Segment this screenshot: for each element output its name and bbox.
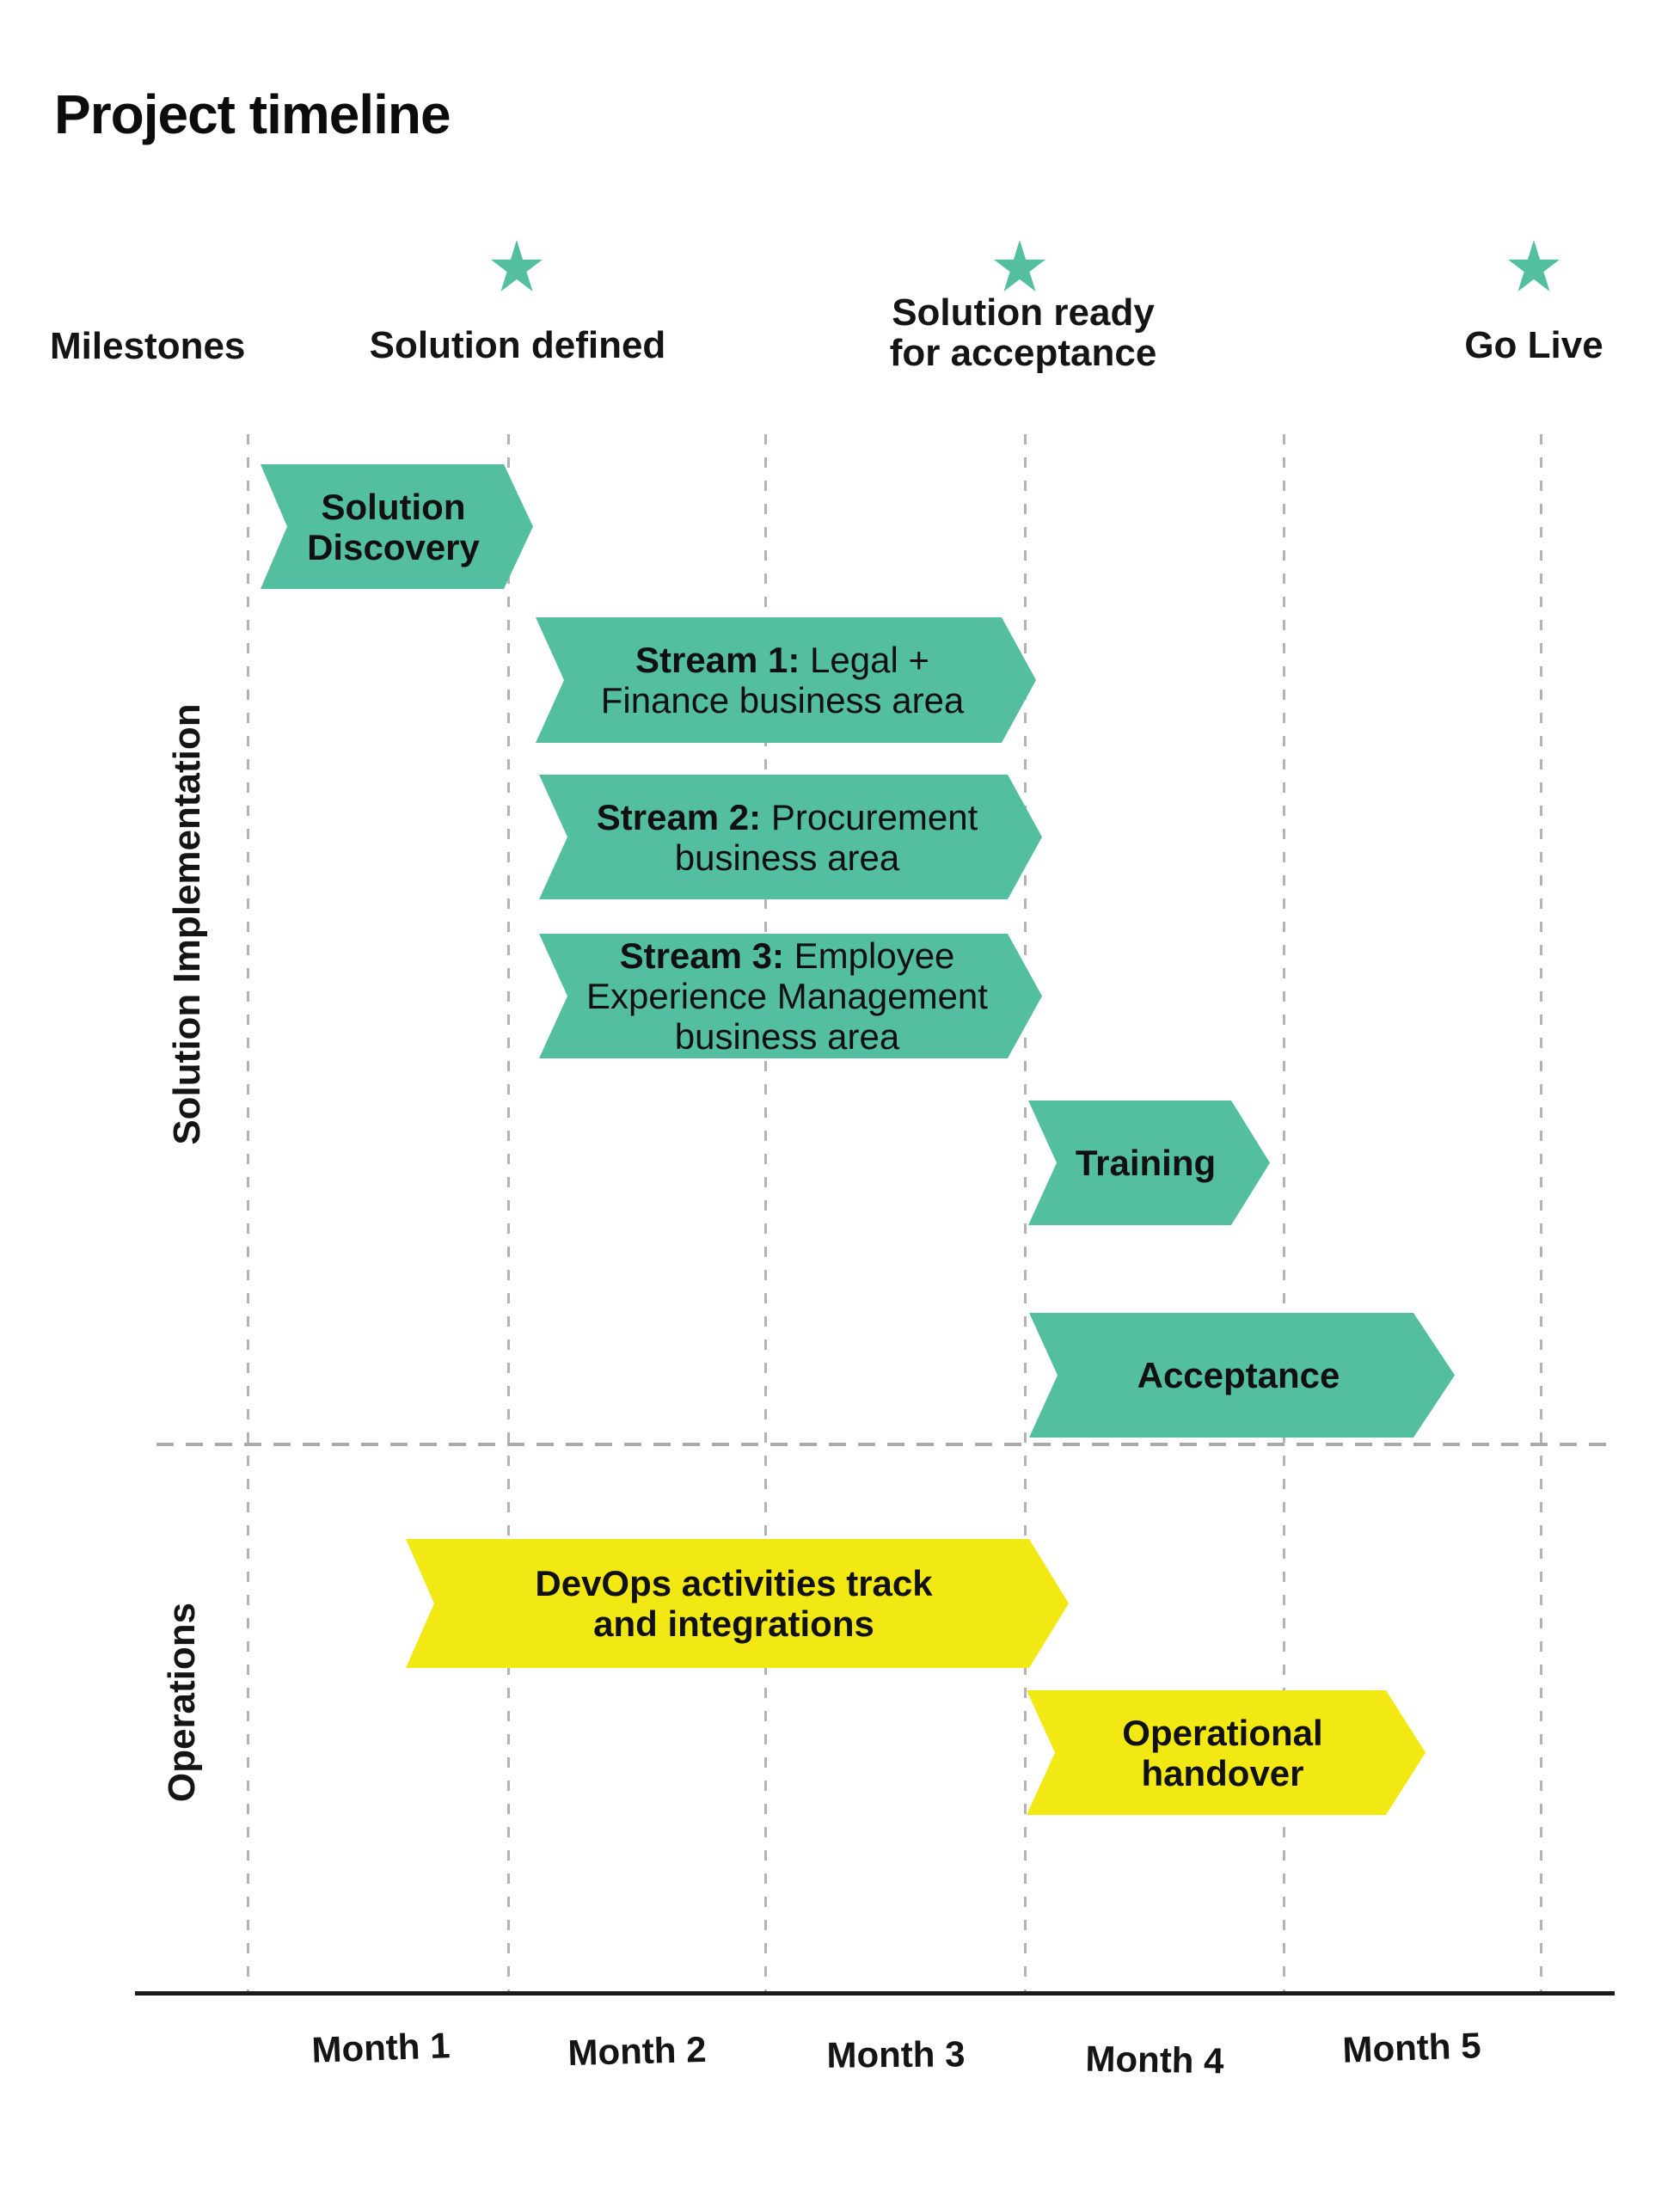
milestones-row-label: Milestones: [50, 325, 246, 367]
bar-stream-3: Stream 3: Employee Experience Management…: [539, 934, 1042, 1058]
gridline-5: [1283, 434, 1285, 1993]
milestone-label-go-live: Go Live: [1464, 324, 1603, 366]
milestone-star-icon: [491, 240, 543, 291]
gridline-3: [764, 434, 767, 1993]
page-title: Project timeline: [54, 83, 451, 145]
section-label-operations: Operations: [161, 1602, 203, 1803]
month-axis-line: [135, 1991, 1615, 1996]
section-label-solution-implementation: Solution Implementation: [166, 703, 208, 1145]
gridline-2: [507, 434, 510, 1993]
month-label-5: Month 5: [1341, 2025, 1482, 2070]
gridline-1: [247, 434, 249, 1993]
milestone-label-solution-defined: Solution defined: [369, 324, 666, 366]
bar-stream-2: Stream 2: Procurement business area: [539, 775, 1042, 899]
gridline-6: [1540, 434, 1542, 1993]
bar-devops: DevOps activities track and integrations: [406, 1539, 1069, 1668]
section-separator-line: [156, 1443, 1616, 1446]
month-label-4: Month 4: [1085, 2038, 1224, 2081]
bar-stream-1: Stream 1: Legal + Finance business area: [536, 617, 1036, 743]
bar-solution-discovery: Solution Discovery: [261, 464, 533, 589]
month-label-3: Month 3: [826, 2033, 966, 2075]
bar-operational-handover: Operational handover: [1027, 1690, 1426, 1815]
month-label-1: Month 1: [310, 2025, 451, 2070]
milestone-star-icon: [1508, 240, 1560, 291]
milestone-label-solution-ready: Solution ready for acceptance: [889, 291, 1157, 374]
gridline-4: [1024, 434, 1027, 1993]
milestone-star-icon: [994, 240, 1045, 291]
month-label-2: Month 2: [567, 2028, 708, 2074]
bar-training: Training: [1028, 1100, 1270, 1225]
bar-acceptance: Acceptance: [1029, 1313, 1455, 1438]
